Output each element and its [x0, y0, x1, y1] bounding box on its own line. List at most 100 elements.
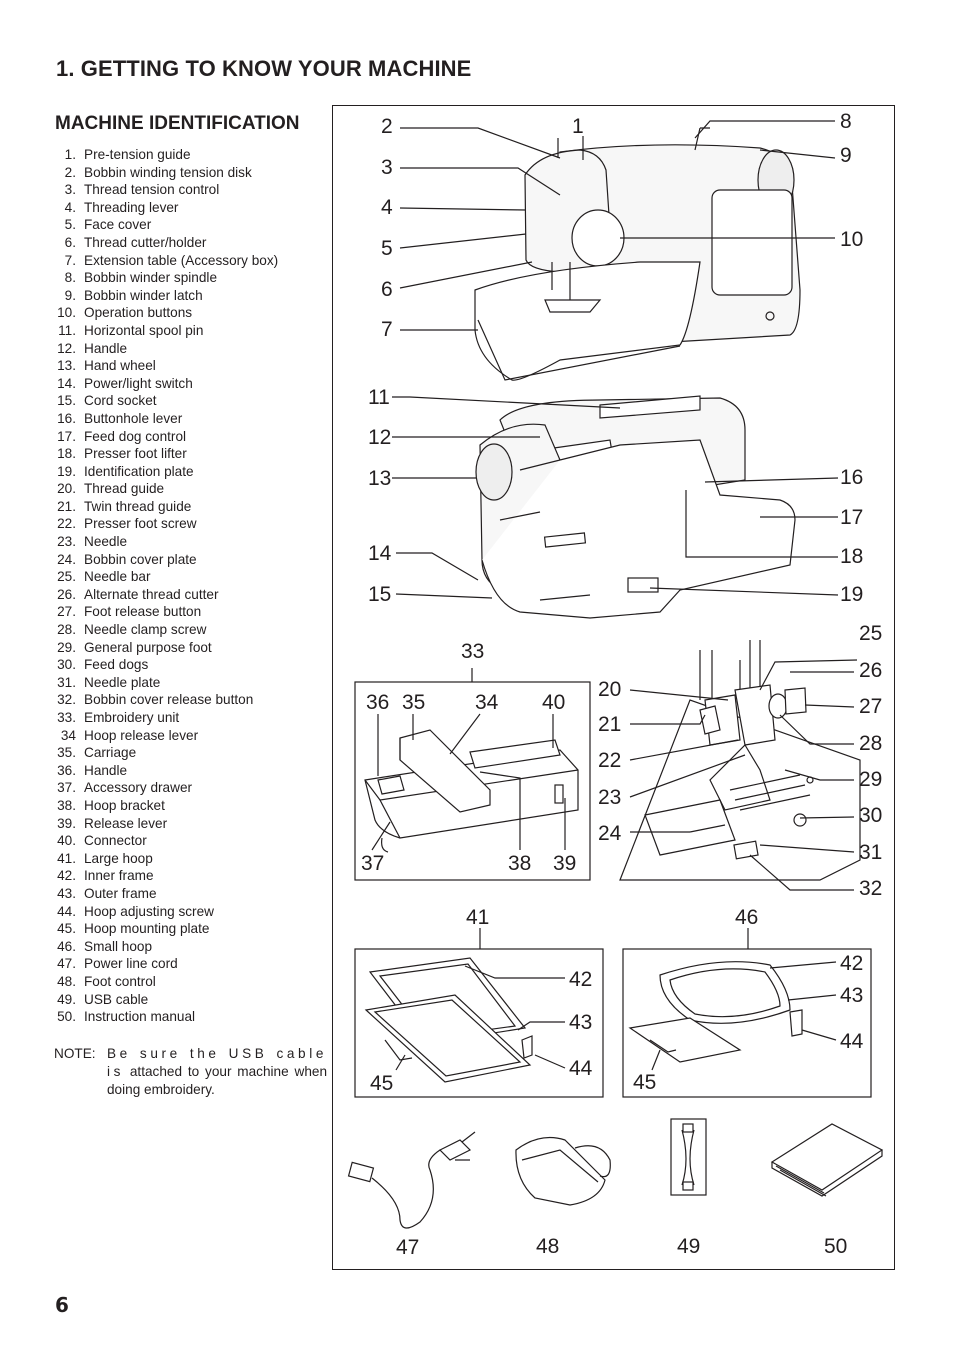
callout-leader-lines: [371, 120, 858, 1071]
callout-50: 50: [824, 1235, 847, 1258]
part-number: 7.: [64, 252, 76, 268]
parts-list-item: 14. Power/light switch: [54, 375, 329, 393]
callout-36: 36: [366, 691, 389, 714]
note-text-line1: Be sure the USB cable is: [107, 1046, 327, 1079]
callout-2: 2: [381, 115, 393, 138]
part-number: 13.: [57, 358, 76, 374]
parts-list-item: 43. Outer frame: [54, 885, 329, 903]
callout-10: 10: [840, 228, 863, 251]
power-cord-illustration: [347, 1131, 476, 1229]
part-number: 18.: [57, 446, 76, 462]
part-label: Power/light switch: [84, 375, 193, 391]
part-label: Hoop adjusting screw: [84, 903, 214, 919]
part-label: Thread cutter/holder: [84, 234, 207, 250]
part-label: General purpose foot: [84, 639, 212, 655]
part-number: 25.: [57, 569, 76, 585]
section-title: MACHINE IDENTIFICATION: [55, 113, 300, 134]
part-number: 12.: [57, 340, 76, 356]
part-label: Needle: [84, 534, 128, 550]
part-label: Accessory drawer: [84, 780, 193, 796]
parts-list-item: 32. Bobbin cover release button: [54, 691, 329, 709]
part-label: Face cover: [84, 217, 152, 233]
part-label: Inner frame: [84, 868, 154, 884]
parts-list-item: 48. Foot control: [54, 973, 329, 991]
parts-list-item: 1.Pre-tension guide: [54, 146, 329, 164]
part-number: 30.: [57, 657, 76, 673]
part-number: 28.: [57, 622, 76, 638]
callout-15: 15: [368, 583, 391, 606]
parts-list-item: 45.Hoop mounting plate: [54, 920, 329, 938]
part-number: 29.: [57, 639, 76, 655]
parts-list-item: 13.Hand wheel: [54, 357, 329, 375]
parts-list-item: 5.Face cover: [54, 216, 329, 234]
part-number: 49.: [57, 991, 76, 1007]
part-label: Identification plate: [84, 463, 194, 479]
callout-19: 19: [840, 583, 863, 606]
parts-list-item: 46.Small hoop: [54, 938, 329, 956]
parts-list-item: 41.Large hoop: [54, 850, 329, 868]
parts-list-item: 28.Needle clamp screw: [54, 621, 329, 639]
parts-list-item: 17.Feed dog control: [54, 428, 329, 446]
part-label: Extension table (Accessory box): [84, 252, 279, 268]
callout-3: 3: [381, 156, 393, 179]
callout-32: 32: [859, 877, 882, 900]
parts-list-item: 44. Hoop adjusting screw: [54, 903, 329, 921]
foot-control-illustration: [515, 1137, 611, 1206]
part-label: Feed dogs: [84, 657, 149, 673]
needle-area-illustration: [619, 640, 861, 881]
part-number: 50.: [57, 1009, 76, 1025]
part-label: Outer frame: [84, 885, 157, 901]
part-number: 24.: [57, 551, 76, 567]
part-label: Bobbin cover release button: [84, 692, 254, 708]
part-number: 32.: [57, 692, 76, 708]
diagram-frame: [332, 105, 895, 1270]
parts-list-item: 37.Accessory drawer: [54, 779, 329, 797]
parts-list-item: 40.Connector: [54, 832, 329, 850]
callout-5: 5: [381, 237, 393, 260]
part-label: Release lever: [84, 815, 168, 831]
callout-13: 13: [368, 467, 391, 490]
parts-list-item: 47.Power line cord: [54, 955, 329, 973]
part-number: 46.: [57, 938, 76, 954]
usb-note: NOTE: Be sure the USB cable is attached …: [54, 1045, 327, 1099]
callout-29: 29: [859, 768, 882, 791]
callout-16: 16: [840, 466, 863, 489]
part-label: Cord socket: [84, 393, 157, 409]
parts-list-item: 49.USB cable: [54, 991, 329, 1009]
part-label: Handle: [84, 762, 128, 778]
parts-list-item: 9.Bobbin winder latch: [54, 287, 329, 305]
small-hoop-box: [622, 948, 872, 1098]
part-number: 14.: [57, 375, 76, 391]
callout-8: 8: [840, 110, 852, 133]
parts-list-item: 8.Bobbin winder spindle: [54, 269, 329, 287]
part-label: Carriage: [84, 745, 137, 761]
callout-6: 6: [381, 278, 393, 301]
part-label: Bobbin winding tension disk: [84, 164, 252, 180]
embroidery-unit-illustration: [364, 729, 579, 853]
part-number: 2.: [64, 164, 76, 180]
part-number: 43.: [57, 885, 76, 901]
callout-45-large: 45: [370, 1072, 393, 1095]
part-label: Large hoop: [84, 850, 153, 866]
callout-22: 22: [598, 749, 621, 772]
usb-cable-illustration: [670, 1118, 707, 1196]
parts-list-item: 22.Presser foot screw: [54, 515, 329, 533]
parts-list-item: 18.Presser foot lifter: [54, 445, 329, 463]
part-number: 36.: [57, 762, 76, 778]
part-label: Needle bar: [84, 569, 151, 585]
parts-list-item: 35.Carriage: [54, 744, 329, 762]
part-number: 4.: [64, 199, 76, 215]
callout-41: 41: [466, 906, 489, 929]
part-label: Foot control: [84, 973, 156, 989]
parts-list-item: 31.Needle plate: [54, 674, 329, 692]
callout-11: 11: [368, 386, 390, 409]
callout-48: 48: [536, 1235, 559, 1258]
part-label: Operation buttons: [84, 305, 193, 321]
part-number: 44.: [57, 903, 76, 919]
part-number: 16.: [57, 410, 76, 426]
part-number: 48.: [57, 973, 76, 989]
parts-list-item: 24.Bobbin cover plate: [54, 551, 329, 569]
part-number: 39.: [57, 815, 76, 831]
note-label: NOTE:: [54, 1046, 96, 1061]
